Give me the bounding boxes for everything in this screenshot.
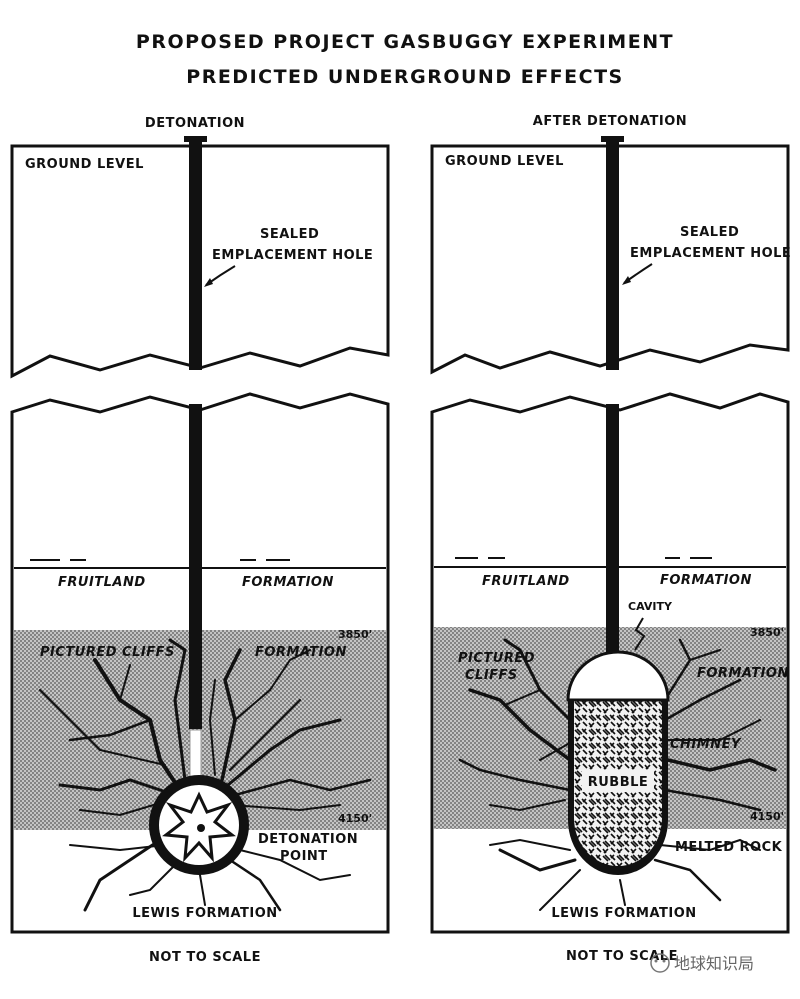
right-fruitland: FRUITLAND bbox=[482, 574, 570, 589]
left-pictured-cliffs: PICTURED CLIFFS bbox=[40, 645, 175, 660]
right-pictured-1: PICTURED bbox=[458, 651, 535, 666]
right-pictured-2: CLIFFS bbox=[465, 668, 518, 683]
right-rubble: RUBBLE bbox=[588, 775, 649, 790]
left-lewis: LEWIS FORMATION bbox=[132, 906, 277, 921]
left-hole-label-1: SEALED bbox=[260, 227, 319, 242]
right-melted: MELTED ROCK bbox=[675, 840, 783, 855]
left-scale-note: NOT TO SCALE bbox=[149, 950, 261, 965]
left-header: DETONATION bbox=[145, 116, 245, 131]
right-hole-label-1: SEALED bbox=[680, 225, 739, 240]
right-cavity: CAVITY bbox=[628, 600, 673, 613]
right-ground-level: GROUND LEVEL bbox=[445, 154, 564, 169]
right-scale-note: NOT TO SCALE bbox=[566, 949, 678, 964]
right-lewis: LEWIS FORMATION bbox=[551, 906, 696, 921]
right-depth-top: 3850' bbox=[750, 626, 784, 639]
left-depth-top: 3850' bbox=[338, 628, 372, 641]
right-header: AFTER DETONATION bbox=[533, 114, 687, 129]
title-line-2: PREDICTED UNDERGROUND EFFECTS bbox=[186, 66, 623, 88]
right-formation-2: FORMATION bbox=[697, 666, 789, 681]
left-ground-level: GROUND LEVEL bbox=[25, 157, 144, 172]
watermark: 地球知识局 bbox=[650, 953, 754, 973]
right-panel: AFTER DETONATION GROUND LEVEL SEALED EMP… bbox=[430, 114, 791, 964]
right-formation: FORMATION bbox=[660, 573, 752, 588]
left-panel: DETONATION GROUND LEVEL SEALED EMPLACEME… bbox=[10, 116, 390, 965]
left-fruitland: FRUITLAND bbox=[58, 575, 146, 590]
left-hole-label-2: EMPLACEMENT HOLE bbox=[212, 248, 373, 263]
left-formation-2: FORMATION bbox=[255, 645, 347, 660]
right-chimney: CHIMNEY bbox=[670, 737, 742, 752]
title-line-1: PROPOSED PROJECT GASBUGGY EXPERIMENT bbox=[136, 31, 674, 53]
left-det-point-1: DETONATION bbox=[258, 832, 358, 847]
left-depth-bottom: 4150' bbox=[338, 812, 372, 825]
right-depth-bottom: 4150' bbox=[750, 810, 784, 823]
right-hole-label-2: EMPLACEMENT HOLE bbox=[630, 246, 791, 261]
left-formation: FORMATION bbox=[242, 575, 334, 590]
left-det-point-2: POINT bbox=[280, 849, 328, 864]
watermark-text: 地球知识局 bbox=[674, 954, 754, 973]
